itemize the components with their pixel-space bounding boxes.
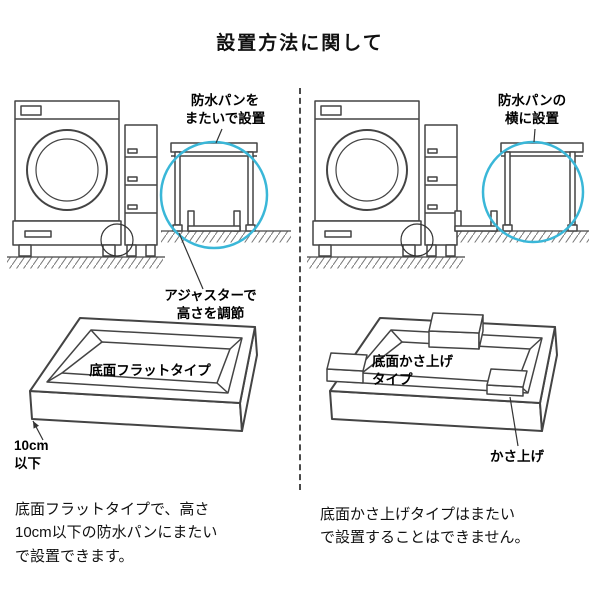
washer-door — [26, 129, 108, 211]
left-description: 底面フラットタイプで、高さ 10cm以下の防水パンにまたい で設置できます。 — [15, 501, 218, 565]
washer-feet-circle — [400, 223, 434, 257]
callout-leader-line — [533, 128, 536, 143]
raised-block-front-right — [486, 368, 528, 397]
waterproof-pan-side-view — [454, 210, 498, 232]
adjuster-leader-line — [178, 232, 204, 290]
washer-straddle-illustration — [7, 100, 291, 290]
right-callout: 防水パンの 横に設置 — [497, 93, 567, 126]
laundry-rack-beside — [500, 142, 584, 232]
raised-pan-illustration — [326, 312, 558, 447]
straddle-highlight-circle — [159, 140, 269, 250]
right-description: 底面かさ上げタイプはまたい で設置することはできません。 — [320, 506, 530, 547]
raise-leader-line — [509, 396, 519, 447]
height-limit-label: 10cm 以下 — [14, 438, 49, 471]
storage-cabinet — [124, 124, 158, 257]
waterproof-pan-side-view — [187, 210, 241, 232]
raised-pan-label: 底面かさ上げ タイプ — [372, 354, 453, 388]
raised-block-left — [326, 352, 368, 384]
raised-block-back — [428, 312, 484, 350]
raise-label: かさ上げ — [490, 449, 544, 464]
adjuster-foot — [502, 224, 513, 232]
washer-beside-illustration — [307, 100, 589, 269]
washer-door — [326, 129, 408, 211]
laundry-rack-straddling — [170, 142, 258, 232]
storage-cabinet — [424, 124, 458, 257]
washing-machine — [12, 100, 122, 257]
left-callout: 防水パンを またいで設置 — [184, 93, 266, 126]
callout-leader-line — [215, 128, 223, 144]
washing-machine — [312, 100, 422, 257]
flat-pan-illustration — [29, 317, 258, 441]
beside-highlight-circle — [481, 140, 585, 244]
height-arrowhead — [33, 421, 39, 429]
washer-feet-circle — [100, 223, 134, 257]
flat-pan-body — [29, 317, 258, 432]
adjuster-note: アジャスターで 高さを調節 — [164, 288, 257, 321]
page-title: 設置方法に関して — [216, 33, 384, 54]
flat-pan-label: 底面フラットタイプ — [89, 363, 211, 378]
center-divider — [299, 88, 301, 490]
flat-pan-inner — [46, 329, 243, 394]
